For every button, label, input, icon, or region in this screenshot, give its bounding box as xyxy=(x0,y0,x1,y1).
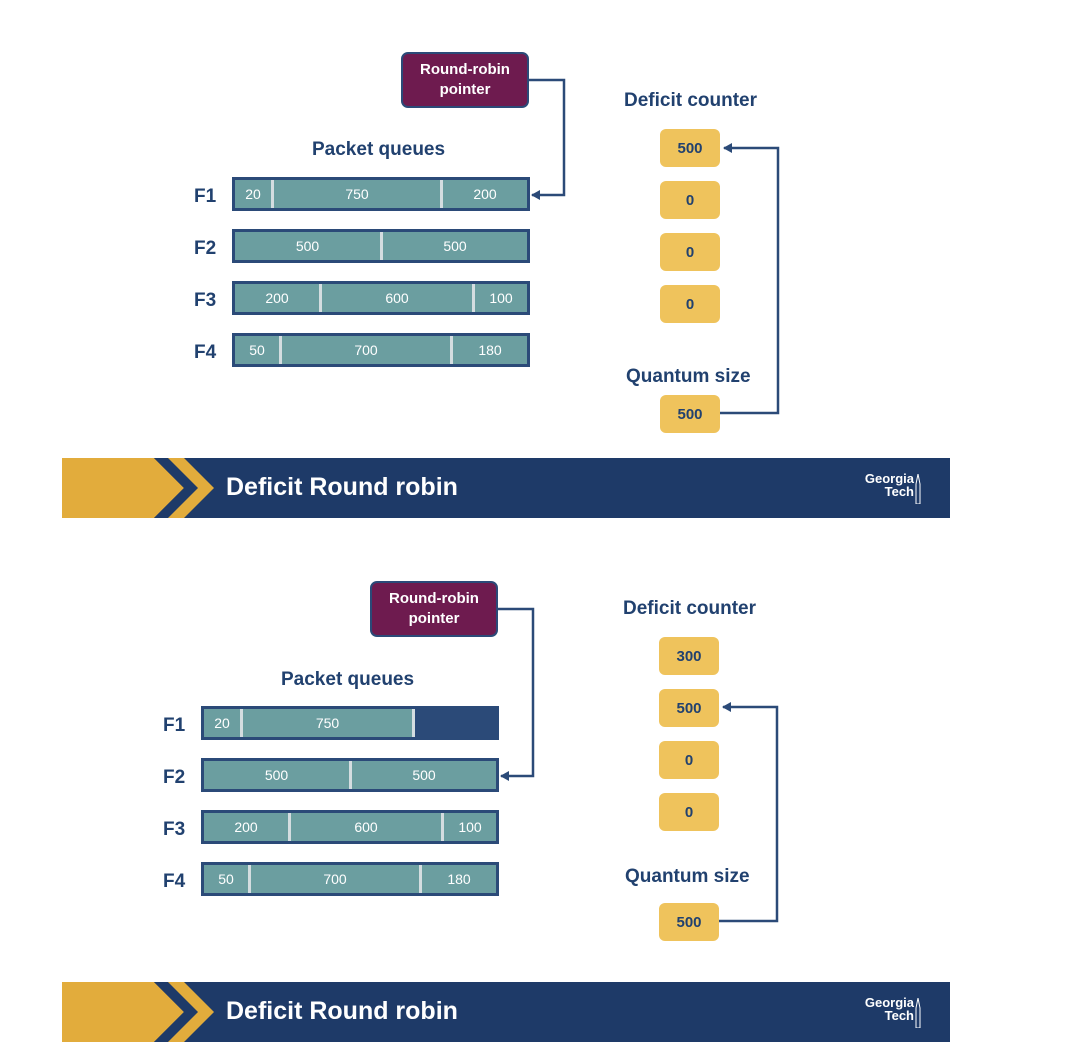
logo-line1: Georgia xyxy=(864,471,914,486)
packet-queue-f4: 50 700 180 xyxy=(201,862,499,896)
packet: 600 xyxy=(291,813,444,841)
quantum-size-title: Quantum size xyxy=(626,366,751,387)
packet: 750 xyxy=(243,709,415,737)
deficit-counter-f3: 0 xyxy=(659,741,719,779)
deficit-counter-f1: 500 xyxy=(660,129,720,167)
packet: 20 xyxy=(235,180,274,208)
quantum-size-value: 500 xyxy=(659,903,719,941)
packet: 500 xyxy=(235,232,383,260)
slide-title: Deficit Round robin xyxy=(226,473,458,501)
slide-banner: Deficit Round robin Georgia Tech xyxy=(62,982,950,1042)
packet: 50 xyxy=(204,865,251,893)
packet-queues-title: Packet queues xyxy=(312,139,446,160)
packet: 500 xyxy=(204,761,352,789)
deficit-counter-title: Deficit counter xyxy=(623,598,757,619)
flow-label: F4 xyxy=(163,871,186,892)
flow-label: F2 xyxy=(194,238,217,259)
quantum-arrow-s1 xyxy=(720,143,780,415)
deficit-counter-f1: 300 xyxy=(659,637,719,675)
georgia-tech-logo: Georgia Tech xyxy=(864,995,921,1028)
pointer-arrow-s1 xyxy=(529,78,566,200)
slide-title: Deficit Round robin xyxy=(226,997,458,1025)
pointer-label-line1: Round-robin xyxy=(389,590,479,607)
packet-queue-f3: 200 600 100 xyxy=(201,810,499,844)
packet: 750 xyxy=(274,180,443,208)
packet: 700 xyxy=(251,865,422,893)
georgia-tech-logo: Georgia Tech xyxy=(864,471,921,504)
deficit-counter-f3: 0 xyxy=(660,233,720,271)
logo-line2: Tech xyxy=(884,484,914,499)
flow-label: F1 xyxy=(194,186,217,207)
chevron-icon xyxy=(62,458,214,518)
round-robin-pointer: Round-robin pointer xyxy=(401,52,529,108)
packet: 20 xyxy=(204,709,243,737)
tower-icon xyxy=(915,474,921,504)
packet-queue-f3: 200 600 100 xyxy=(232,281,530,315)
packet-queue-f2: 500 500 xyxy=(201,758,499,792)
flow-label: F2 xyxy=(163,767,186,788)
pointer-arrow-s2 xyxy=(498,607,535,781)
packet: 600 xyxy=(322,284,475,312)
flow-label: F3 xyxy=(194,290,217,311)
pointer-label-line1: Round-robin xyxy=(420,61,510,78)
packet-queues-title: Packet queues xyxy=(281,669,415,690)
packet: 180 xyxy=(453,336,527,364)
logo-line2: Tech xyxy=(884,1008,914,1023)
slide-banner: Deficit Round robin Georgia Tech xyxy=(62,458,950,518)
packet: 500 xyxy=(352,761,496,789)
logo-line1: Georgia xyxy=(864,995,914,1010)
deficit-counter-f4: 0 xyxy=(659,793,719,831)
packet: 500 xyxy=(383,232,527,260)
deficit-counter-f4: 0 xyxy=(660,285,720,323)
flow-label: F1 xyxy=(163,715,186,736)
packet: 200 xyxy=(443,180,527,208)
chevron-icon xyxy=(62,982,214,1042)
packet-queue-f2: 500 500 xyxy=(232,229,530,263)
packet-queue-f4: 50 700 180 xyxy=(232,333,530,367)
tower-icon xyxy=(915,998,921,1028)
packet: 200 xyxy=(204,813,291,841)
packet-queue-f1: 20 750 200 xyxy=(232,177,530,211)
packet-queue-f1: 20 750 xyxy=(201,706,499,740)
deficit-counter-f2: 0 xyxy=(660,181,720,219)
empty-slot xyxy=(415,709,496,737)
flow-label: F4 xyxy=(194,342,217,363)
pointer-label-line2: pointer xyxy=(439,81,491,98)
packet: 100 xyxy=(475,284,527,312)
round-robin-pointer: Round-robin pointer xyxy=(370,581,498,637)
packet: 100 xyxy=(444,813,496,841)
quantum-arrow-s2 xyxy=(719,702,779,923)
quantum-size-value: 500 xyxy=(660,395,720,433)
packet: 180 xyxy=(422,865,496,893)
packet: 200 xyxy=(235,284,322,312)
quantum-size-title: Quantum size xyxy=(625,866,750,887)
packet: 700 xyxy=(282,336,453,364)
deficit-counter-title: Deficit counter xyxy=(624,90,758,111)
flow-label: F3 xyxy=(163,819,186,840)
packet: 50 xyxy=(235,336,282,364)
pointer-label-line2: pointer xyxy=(408,610,460,627)
deficit-counter-f2: 500 xyxy=(659,689,719,727)
